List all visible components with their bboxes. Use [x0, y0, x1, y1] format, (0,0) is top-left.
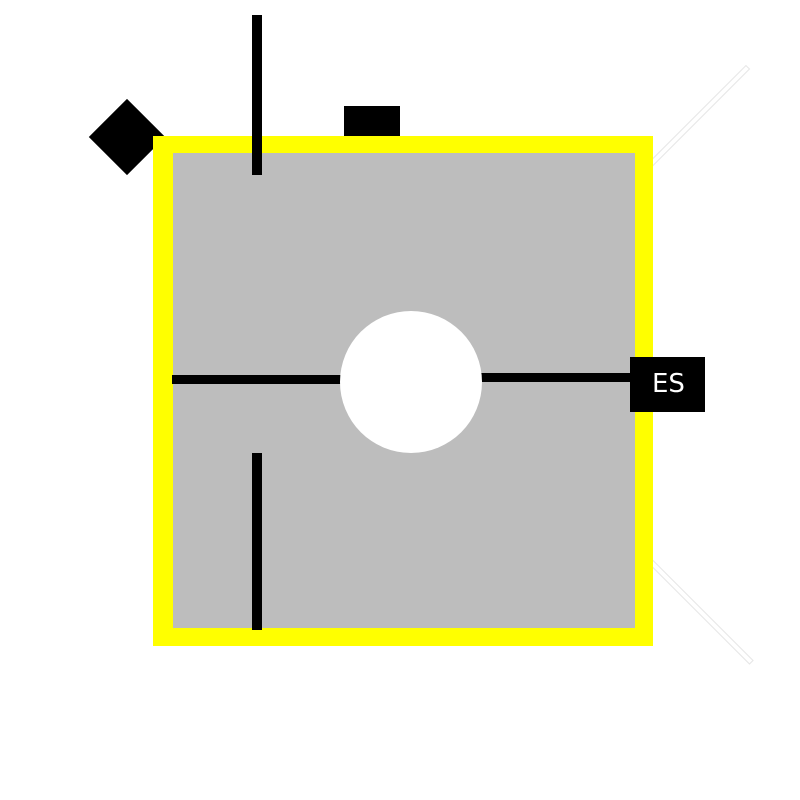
faint-diagonal-top: [639, 64, 751, 176]
faint-diagonal-bottom: [639, 550, 754, 665]
left-divider: [172, 375, 342, 384]
center-circle: [340, 311, 482, 453]
right-label-marker: ES: [630, 357, 705, 412]
right-divider: [478, 373, 638, 382]
bottom-divider: [252, 453, 262, 630]
top-divider: [252, 15, 262, 175]
